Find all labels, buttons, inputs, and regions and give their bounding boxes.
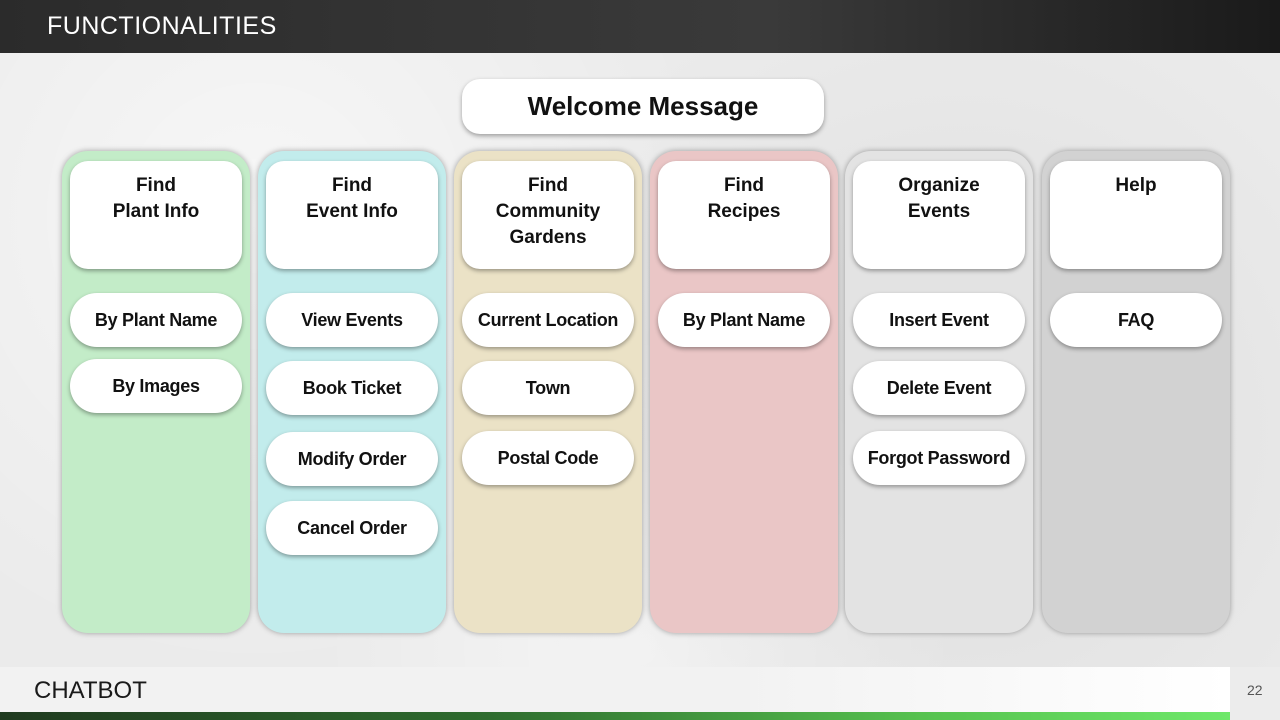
- option-forgot-password: Forgot Password: [853, 431, 1025, 485]
- column-find-community-gardens: Find Community Gardens Current Location …: [454, 151, 642, 633]
- column-organize-events: Organize Events Insert Event Delete Even…: [845, 151, 1033, 633]
- option-modify-order: Modify Order: [266, 432, 438, 486]
- welcome-message-box: Welcome Message: [462, 79, 824, 134]
- column-title: Find Plant Info: [70, 161, 242, 269]
- option-by-plant-name: By Plant Name: [70, 293, 242, 347]
- column-title: Find Recipes: [658, 161, 830, 269]
- slide-footer: CHATBOT: [0, 667, 1230, 712]
- column-title: Find Event Info: [266, 161, 438, 269]
- page-number: 22: [1247, 682, 1263, 698]
- column-title: Organize Events: [853, 161, 1025, 269]
- option-cancel-order: Cancel Order: [266, 501, 438, 555]
- option-current-location: Current Location: [462, 293, 634, 347]
- option-faq: FAQ: [1050, 293, 1222, 347]
- option-insert-event: Insert Event: [853, 293, 1025, 347]
- option-view-events: View Events: [266, 293, 438, 347]
- option-town: Town: [462, 361, 634, 415]
- option-by-plant-name: By Plant Name: [658, 293, 830, 347]
- page-number-box: [1230, 667, 1280, 720]
- option-delete-event: Delete Event: [853, 361, 1025, 415]
- column-title: Help: [1050, 161, 1222, 269]
- footer-accent-bar: [0, 712, 1230, 720]
- column-find-event-info: Find Event Info View Events Book Ticket …: [258, 151, 446, 633]
- option-postal-code: Postal Code: [462, 431, 634, 485]
- column-title: Find Community Gardens: [462, 161, 634, 269]
- option-book-ticket: Book Ticket: [266, 361, 438, 415]
- option-by-images: By Images: [70, 359, 242, 413]
- column-help: Help FAQ: [1042, 151, 1230, 633]
- column-find-plant-info: Find Plant Info By Plant Name By Images: [62, 151, 250, 633]
- column-find-recipes: Find Recipes By Plant Name: [650, 151, 838, 633]
- footer-title: CHATBOT: [34, 677, 147, 704]
- slide-header: FUNCTIONALITIES: [0, 0, 1280, 53]
- slide-title: FUNCTIONALITIES: [47, 12, 277, 40]
